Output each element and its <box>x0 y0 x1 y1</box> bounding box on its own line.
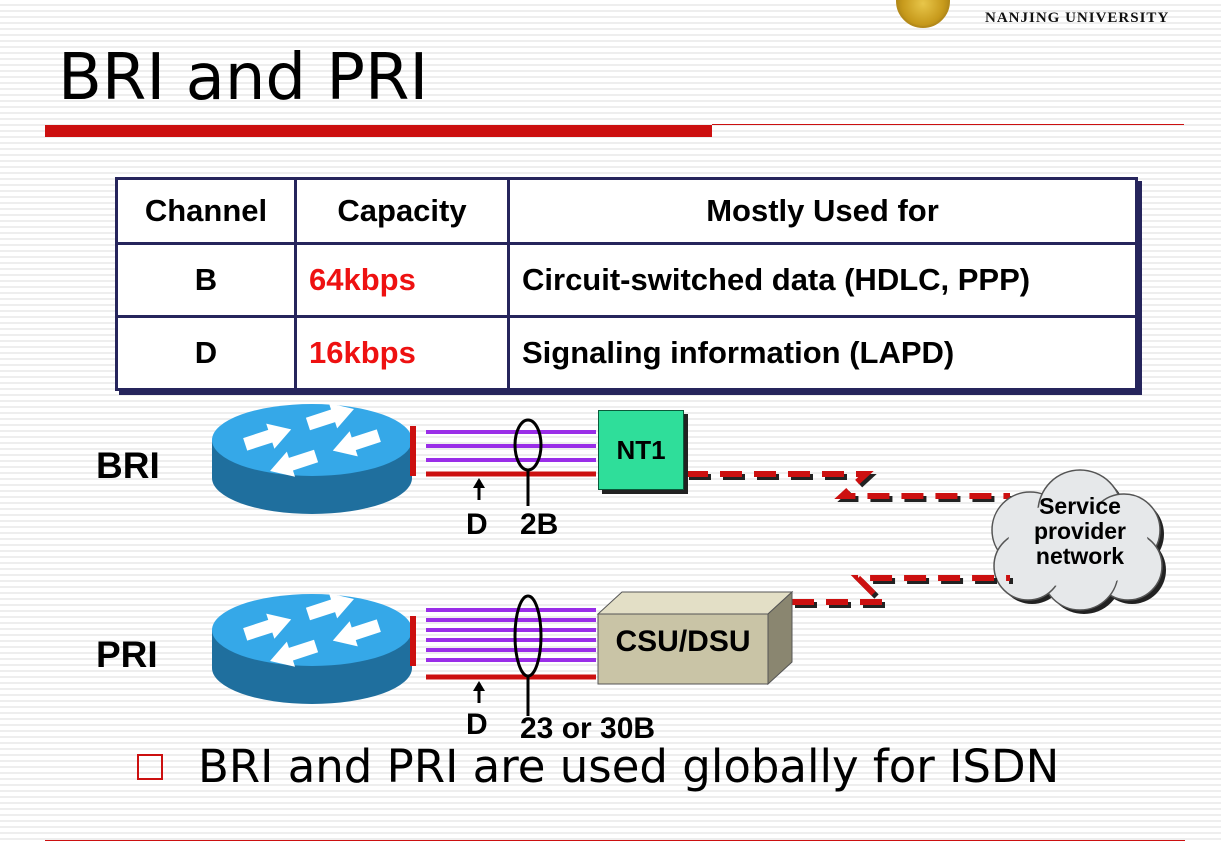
bri-d-arrow-icon <box>473 478 485 500</box>
cloud-label-line: network <box>1035 543 1125 569</box>
table-row: D 16kbps Signaling information (LAPD) <box>115 315 1138 391</box>
table-header-row: Channel Capacity Mostly Used for <box>115 177 1138 245</box>
header-capacity: Capacity <box>294 177 510 245</box>
pri-d-label: D <box>466 708 488 741</box>
cell-used-for: Circuit-switched data (HDLC, PPP) <box>507 242 1138 318</box>
channel-table: Channel Capacity Mostly Used for B 64kbp… <box>115 177 1138 391</box>
nt1-box: NT1 <box>598 410 684 490</box>
footer-rule <box>45 840 1185 841</box>
bri-dashed-link <box>686 471 1013 502</box>
cloud-icon <box>991 469 1166 614</box>
cell-capacity: 16kbps <box>294 315 510 391</box>
pri-b-label: 23 or 30B <box>520 712 656 745</box>
bri-b-label: 2B <box>520 508 559 541</box>
bri-interface-bar <box>410 426 416 476</box>
bri-router-icon <box>212 396 412 514</box>
title-underline-thin <box>712 124 1184 125</box>
pri-dashed-link <box>792 575 1013 608</box>
table-row: B 64kbps Circuit-switched data (HDLC, PP… <box>115 242 1138 318</box>
pri-interface-bar <box>410 616 416 666</box>
university-name: NANJING UNIVERSITY <box>985 10 1170 26</box>
cell-channel: D <box>115 315 297 391</box>
cloud-label-line: Service <box>1039 493 1121 519</box>
header-used-for: Mostly Used for <box>507 177 1138 245</box>
bullet-text: BRI and PRI are used globally for ISDN <box>198 740 1060 793</box>
cloud-label-line: provider <box>1033 518 1127 544</box>
cloud-label: Service provider network <box>1010 494 1150 569</box>
pri-router-icon <box>212 586 412 704</box>
cell-capacity: 64kbps <box>294 242 510 318</box>
bri-label: BRI <box>96 445 160 486</box>
pri-d-arrow-icon <box>473 681 485 703</box>
pri-b-channel-lines <box>426 608 596 662</box>
title-underline-thick <box>45 125 712 137</box>
bri-b-channel-lines <box>426 430 596 462</box>
csu-dsu-label: CSU/DSU <box>615 625 751 658</box>
csu-dsu-box <box>596 590 794 686</box>
bri-d-label: D <box>466 508 488 541</box>
cell-channel: B <box>115 242 297 318</box>
pri-label: PRI <box>96 634 158 675</box>
bullet-square-icon <box>137 754 163 780</box>
slide-title: BRI and PRI <box>58 41 429 115</box>
cell-used-for: Signaling information (LAPD) <box>507 315 1138 391</box>
header-channel: Channel <box>115 177 297 245</box>
